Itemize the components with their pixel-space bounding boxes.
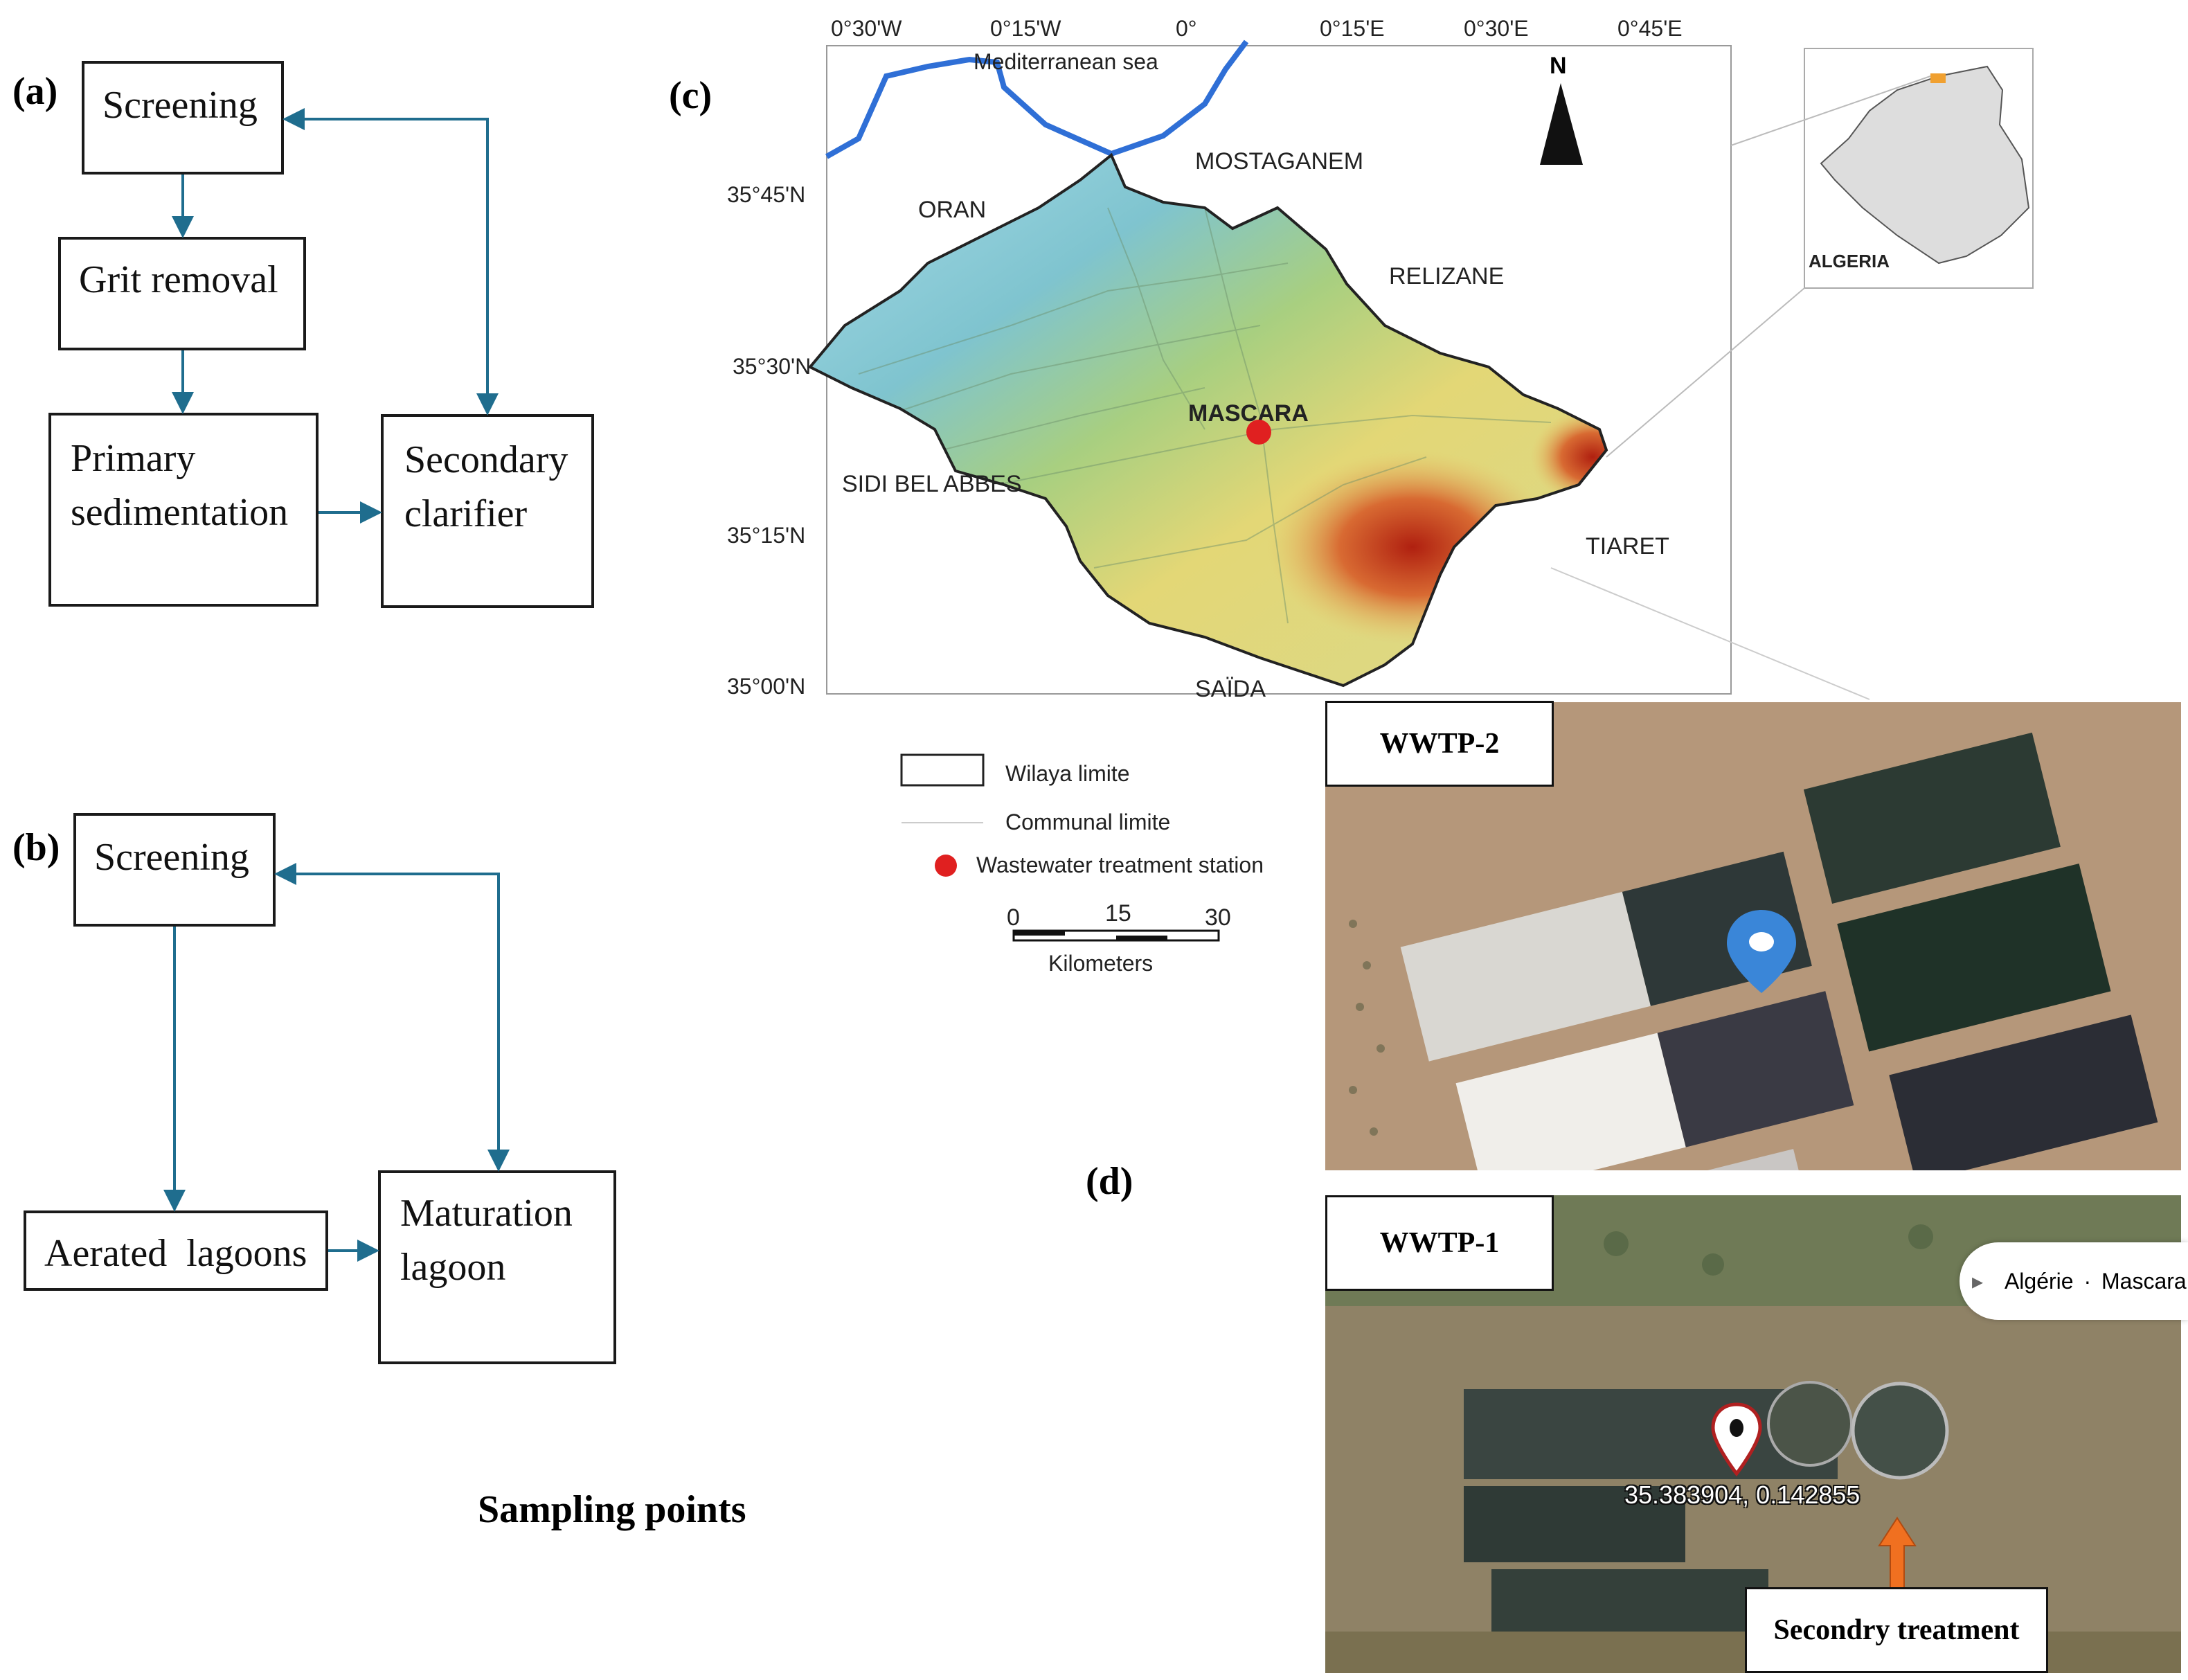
lon-tick-5: 0°30'E xyxy=(1464,16,1529,41)
inset-highlight xyxy=(1930,73,1946,83)
scale-unit: Kilometers xyxy=(1048,951,1153,976)
sampling-points-caption: Sampling points xyxy=(478,1488,746,1531)
scale-tick-30: 30 xyxy=(1205,904,1231,931)
place-saida: SAÏDA xyxy=(1195,676,1266,702)
secondary-label-line2: clarifier xyxy=(404,492,528,535)
secondary-clarifier-box xyxy=(381,414,594,608)
secondary-treatment-label: Secondry treatment xyxy=(1745,1587,2048,1673)
place-tiaret: TIARET xyxy=(1586,533,1669,560)
place-sidi-bel-abbes: SIDI BEL ABBES xyxy=(842,471,1022,497)
legend-station-swatch xyxy=(935,855,957,877)
algeria-outline xyxy=(1820,65,2030,265)
lon-tick-4: 0°15'E xyxy=(1320,16,1385,41)
panel-label-a: (a) xyxy=(12,70,58,113)
arrow-loop-secondary-screening xyxy=(283,108,489,410)
maturation-label-line1: Maturation xyxy=(400,1192,573,1235)
panel-label-c: (c) xyxy=(669,74,712,117)
lat-tick-2: 35°30'N xyxy=(733,354,811,379)
north-arrow-icon xyxy=(1540,83,1583,165)
breadcrumb-chevron-icon: ▸ xyxy=(1972,1269,1984,1294)
secondary-label-line1: Secondary xyxy=(404,438,568,481)
place-mostaganem: MOSTAGANEM xyxy=(1195,148,1363,175)
screening-box-b xyxy=(73,813,276,927)
flow-arrows-b xyxy=(163,863,510,1262)
arrow-loop-maturation-screening xyxy=(274,863,500,1166)
place-relizane: RELIZANE xyxy=(1389,263,1504,289)
inset-country-label: ALGERIA xyxy=(1809,251,1890,271)
grit-removal-box xyxy=(58,237,306,350)
map-breadcrumb-chip[interactable]: ▸ Algérie · Mascara xyxy=(1960,1242,2188,1320)
legend-communal-label: Communal limite xyxy=(1005,810,1170,834)
lon-tick-2: 0°15'W xyxy=(990,16,1061,41)
place-mascara: MASCARA xyxy=(1188,400,1309,427)
legend-wilaya-swatch xyxy=(900,753,985,787)
maturation-lagoon-box xyxy=(378,1170,616,1364)
sea-label: Mediterranean sea xyxy=(974,49,1158,74)
lat-tick-1: 35°45'N xyxy=(727,182,805,207)
aerated-lagoons-box xyxy=(24,1210,328,1291)
scale-tick-15: 15 xyxy=(1105,900,1131,927)
scale-tick-0: 0 xyxy=(1007,904,1020,931)
wwtp2-label: WWTP-2 xyxy=(1325,701,1554,787)
primary-sedimentation-box xyxy=(48,413,319,607)
study-area-map: Mediterranean sea 0°30'W 0°15'W 0° 0°15'… xyxy=(727,16,2034,976)
legend-wilaya-label: Wilaya limite xyxy=(1005,761,1130,786)
screening-box-a xyxy=(82,61,284,175)
primary-label-line1: Primary xyxy=(71,437,196,480)
maturation-label-line2: lagoon xyxy=(400,1246,506,1289)
wilaya-boundary xyxy=(807,152,1608,688)
grit-removal-label: Grit removal xyxy=(79,258,278,301)
aerated-lagoons-label: Aerated lagoons xyxy=(44,1232,307,1275)
lon-tick-3: 0° xyxy=(1176,16,1197,41)
sampling-pin-icon xyxy=(1711,1402,1762,1477)
breadcrumb-separator: · xyxy=(2083,1269,2092,1294)
panel-label-b: (b) xyxy=(12,826,60,869)
orange-up-arrow-icon xyxy=(1878,1517,1917,1592)
place-oran: ORAN xyxy=(918,197,986,223)
screening-label-b: Screening xyxy=(94,836,249,879)
screening-label-a: Screening xyxy=(102,84,258,127)
station-marker xyxy=(1246,420,1271,445)
north-label: N xyxy=(1550,53,1567,79)
legend-station-label: Wastewater treatment station xyxy=(976,852,1264,877)
panel-label-d: (d) xyxy=(1086,1160,1133,1203)
coastline xyxy=(825,39,1249,159)
lat-tick-3: 35°15'N xyxy=(727,523,805,548)
breadcrumb-country: Algérie xyxy=(2004,1269,2074,1294)
lon-tick-1: 0°30'W xyxy=(831,16,902,41)
lon-tick-6: 0°45'E xyxy=(1617,16,1683,41)
breadcrumb-city: Mascara xyxy=(2101,1269,2187,1294)
sampling-coordinates: 35.383904, 0.142855 xyxy=(1624,1481,1860,1509)
primary-label-line2: sedimentation xyxy=(71,491,289,534)
flow-arrows-a xyxy=(172,108,499,524)
lat-tick-4: 35°00'N xyxy=(727,674,805,699)
wwtp1-label: WWTP-1 xyxy=(1325,1195,1554,1291)
